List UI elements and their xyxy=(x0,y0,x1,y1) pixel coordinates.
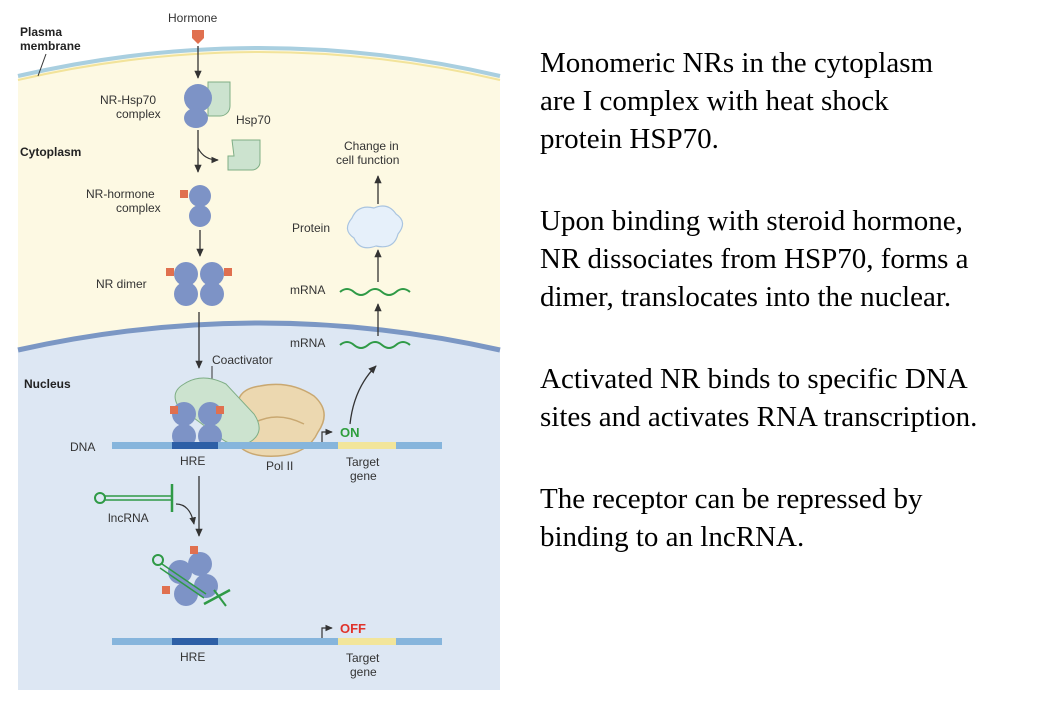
nuclear-pore-left xyxy=(183,312,219,322)
change-label-2: cell function xyxy=(336,153,399,167)
paragraph-hormone-binding: Upon binding with steroid hormone, NR di… xyxy=(540,202,1046,316)
target-gene-label-2: gene xyxy=(350,469,377,483)
text-line: binding to an lncRNA. xyxy=(540,521,805,553)
text-line: are I complex with heat shock xyxy=(540,85,889,117)
nucleus-region xyxy=(18,323,500,690)
nucleus-label: Nucleus xyxy=(24,377,71,391)
hre-segment-bottom xyxy=(172,638,218,645)
text-line: dimer, translocates into the nuclear. xyxy=(540,281,952,313)
transcription-start-arrow xyxy=(321,428,333,442)
nuclear-envelope xyxy=(17,320,501,353)
lncrna-label: lncRNA xyxy=(108,511,149,525)
nr-hormone-label: NR-hormone xyxy=(86,187,155,201)
text-line: Upon binding with steroid hormone, xyxy=(540,205,963,237)
mrna-cytoplasm-label: mRNA xyxy=(290,283,325,297)
pol2-label: Pol II xyxy=(266,459,293,473)
target-gene-label: Target xyxy=(346,455,380,469)
mrna-nuclear-label: mRNA xyxy=(290,336,325,350)
nr-lncrna-complex-icon xyxy=(152,546,231,607)
plasma-membrane-inner xyxy=(17,51,501,81)
dna-label: DNA xyxy=(70,440,95,454)
on-label: ON xyxy=(340,425,360,440)
coactivator-label: Coactivator xyxy=(212,353,273,367)
nr-hormone-label-2: complex xyxy=(116,201,161,215)
mrna-nuclear-icon xyxy=(339,341,411,349)
hsp70-icon xyxy=(227,139,261,171)
nuclear-pore-right xyxy=(359,316,393,326)
transcription-start-arrow-bottom xyxy=(321,624,333,638)
protein-label: Protein xyxy=(292,221,330,235)
nr-dimer-label: NR dimer xyxy=(96,277,147,291)
paragraph-nr-hsp70: Monomeric NRs in the cytoplasm are I com… xyxy=(540,44,1046,158)
hre-segment xyxy=(172,442,218,449)
nr-hormone-complex-icon xyxy=(180,185,211,227)
hsp70-release-arrow xyxy=(197,147,219,164)
hre-label: HRE xyxy=(180,454,205,468)
target-gene-label-bottom-2: gene xyxy=(350,665,377,679)
target-gene-label-bottom: Target xyxy=(346,651,380,665)
text-line: Activated NR binds to specific DNA xyxy=(540,363,968,395)
nr-hsp70-complex-icon xyxy=(184,81,231,128)
paragraph-dna-activation: Activated NR binds to specific DNA sites… xyxy=(540,360,1046,436)
target-gene-segment-bottom xyxy=(338,638,396,645)
paragraph-lncrna-repression: The receptor can be repressed by binding… xyxy=(540,480,1046,556)
target-gene-segment xyxy=(338,442,396,449)
change-label: Change in xyxy=(344,139,399,153)
hsp70-label: Hsp70 xyxy=(236,113,271,127)
nr-hsp70-label: NR-Hsp70 xyxy=(100,93,156,107)
lncrna-icon xyxy=(94,484,174,512)
mrna-cytoplasm-icon xyxy=(339,288,411,296)
protein-icon xyxy=(346,205,404,249)
plasma-membrane-label-2: membrane xyxy=(20,39,81,53)
hre-label-bottom: HRE xyxy=(180,650,205,664)
dna-strand-bottom xyxy=(112,638,442,645)
explanation-panel: Monomeric NRs in the cytoplasm are I com… xyxy=(540,44,1046,600)
text-line: protein HSP70. xyxy=(540,123,719,155)
nr-dimer-icon xyxy=(166,262,232,306)
hormone-icon xyxy=(192,30,204,44)
plasma-membrane xyxy=(17,46,501,78)
dna-strand xyxy=(112,442,442,449)
hormone-label: Hormone xyxy=(168,11,218,25)
plasma-membrane-pointer xyxy=(37,53,47,77)
nr-hsp70-label-2: complex xyxy=(116,107,161,121)
text-line: The receptor can be repressed by xyxy=(540,483,923,515)
nuclear-receptor-diagram: Plasma membrane Cytoplasm Nucleus Hormon… xyxy=(0,0,510,704)
cytoplasm-label: Cytoplasm xyxy=(20,145,81,159)
transcription-arrow xyxy=(349,365,377,425)
text-line: NR dissociates from HSP70, forms a xyxy=(540,243,969,275)
text-line: sites and activates RNA transcription. xyxy=(540,401,978,433)
plasma-membrane-label: Plasma xyxy=(20,25,62,39)
off-label: OFF xyxy=(340,621,366,636)
text-line: Monomeric NRs in the cytoplasm xyxy=(540,47,934,79)
lncrna-binding-arrow xyxy=(175,503,196,525)
